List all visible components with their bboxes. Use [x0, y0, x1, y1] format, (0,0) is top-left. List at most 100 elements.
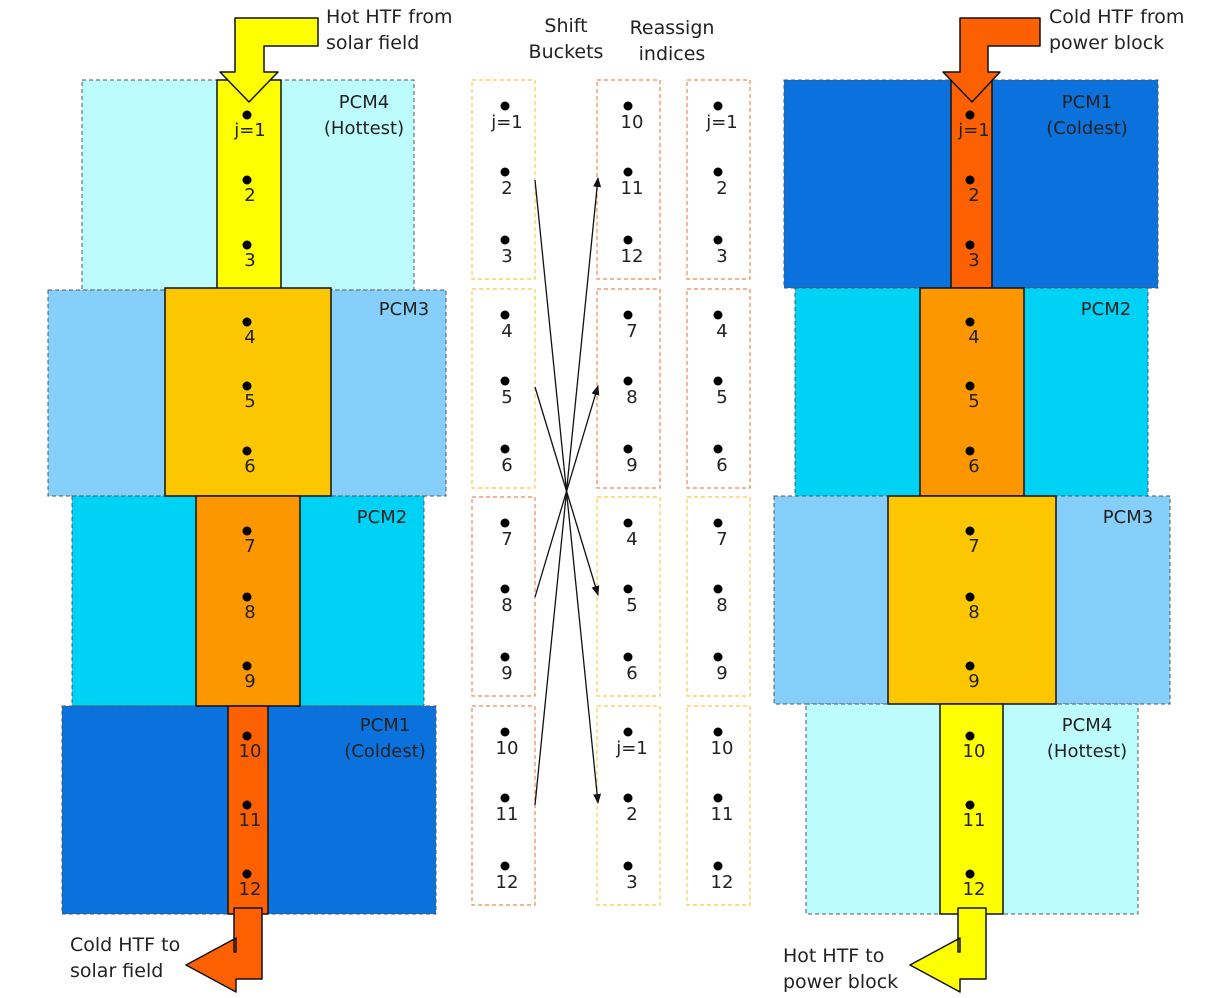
right-tank: PCM1 (Coldest) PCM2 PCM3 PCM4 (Hottest) … [773, 6, 1184, 993]
left-htf-channel-pcm1 [227, 705, 269, 915]
left-node-label: 2 [244, 185, 255, 206]
left-node-dot [242, 731, 252, 741]
right-node-label: 3 [968, 250, 979, 271]
right-node-dot [965, 800, 975, 810]
original-bucket-dot [500, 444, 510, 454]
shifted-bucket-label: 12 [621, 246, 644, 267]
shifted-bucket-4 [596, 705, 661, 906]
left-pcm2-label: PCM2 [357, 507, 407, 528]
right-pcm4-sublabel: (Hottest) [1047, 741, 1127, 762]
right-node-dot [965, 317, 975, 327]
right-inlet-label-line1: Cold HTF from [1049, 6, 1184, 28]
reassigned-bucket-dot [713, 584, 723, 594]
shifted-bucket-dot [623, 727, 633, 737]
right-pcm4-label: PCM4 [1062, 715, 1112, 736]
shifted-bucket-dot [623, 101, 633, 111]
original-bucket-dot [500, 727, 510, 737]
left-node-dot [242, 381, 252, 391]
shifted-bucket-dot [623, 584, 633, 594]
shifted-bucket-label: 7 [626, 321, 637, 342]
reassigned-bucket-dot [713, 793, 723, 803]
right-node-dot [965, 731, 975, 741]
shifted-bucket-label: 5 [626, 595, 637, 616]
original-bucket-dot [500, 167, 510, 177]
left-pcm1-sublabel: (Coldest) [344, 741, 426, 762]
left-node-dot [242, 175, 252, 185]
right-node-dot [965, 240, 975, 250]
reassigned-bucket-1 [686, 79, 751, 280]
original-bucket-label: 12 [496, 872, 519, 893]
original-bucket-dot [500, 101, 510, 111]
reassign-indices-header-line2: indices [639, 43, 706, 65]
right-inlet-label-line2: power block [1049, 32, 1164, 54]
original-bucket-1 [471, 79, 536, 280]
left-outlet-label-line1: Cold HTF to [70, 934, 180, 956]
left-outlet-label-line2: solar field [70, 960, 163, 982]
original-bucket-dot [500, 652, 510, 662]
shifted-bucket-1 [596, 79, 661, 280]
right-pcm1-label: PCM1 [1062, 92, 1112, 113]
shifted-bucket-3 [596, 496, 661, 697]
right-node-dot [965, 110, 975, 120]
shift-buckets-header-line2: Buckets [529, 41, 604, 63]
right-node-label: 7 [968, 536, 979, 557]
original-bucket-label: j=1 [490, 112, 523, 133]
left-node-dot [242, 800, 252, 810]
right-outlet-label-line1: Hot HTF to [783, 945, 884, 967]
right-node-label: 2 [968, 185, 979, 206]
shifted-bucket-dot [623, 376, 633, 386]
right-node-label: 11 [963, 810, 986, 831]
reassigned-bucket-label: 2 [716, 178, 727, 199]
left-node-label: 8 [244, 602, 255, 623]
shift-buckets-header-line1: Shift [544, 15, 587, 37]
original-bucket-label: 3 [501, 246, 512, 267]
right-node-label: 6 [968, 456, 979, 477]
left-tank: PCM4 (Hottest) PCM3 PCM2 PCM1 (Coldest) … [47, 6, 452, 993]
shifted-bucket-dot [623, 310, 633, 320]
right-node-label: j=1 [957, 120, 990, 141]
shifted-bucket-label: 9 [626, 455, 637, 476]
shifted-bucket-label: 3 [626, 872, 637, 893]
shifted-bucket-label: 10 [621, 112, 644, 133]
left-node-label: 4 [244, 327, 255, 348]
bucket-columns: j=123456789101112101112789456j=123j=1234… [471, 79, 751, 906]
shift-arrow-bucket4-to-1 [534, 177, 602, 806]
right-node-dot [965, 175, 975, 185]
reassigned-bucket-dot [713, 376, 723, 386]
left-node-label: 6 [244, 456, 255, 477]
original-bucket-label: 8 [501, 595, 512, 616]
reassigned-bucket-label: 6 [716, 455, 727, 476]
right-inlet-arrow [942, 17, 1041, 103]
original-bucket-4 [471, 705, 536, 906]
shifted-bucket-dot [623, 235, 633, 245]
left-inlet-arrow [219, 17, 319, 103]
right-node-dot [965, 526, 975, 536]
reassign-indices-header-line1: Reassign [630, 17, 715, 39]
shifted-bucket-label: j=1 [615, 738, 648, 759]
original-bucket-label: 5 [501, 387, 512, 408]
right-node-dot [965, 661, 975, 671]
original-bucket-label: 9 [501, 663, 512, 684]
right-node-label: 12 [963, 879, 986, 900]
left-pcm1-label: PCM1 [360, 715, 410, 736]
reassigned-bucket-dot [713, 167, 723, 177]
reassigned-bucket-label: 9 [716, 663, 727, 684]
reassigned-bucket-label: 8 [716, 595, 727, 616]
reassigned-bucket-4 [686, 705, 751, 906]
right-node-dot [965, 869, 975, 879]
reassigned-bucket-3 [686, 496, 751, 697]
left-pcm4-label: PCM4 [339, 92, 389, 113]
right-node-label: 9 [968, 671, 979, 692]
shifted-bucket-dot [623, 167, 633, 177]
right-pcm2-label: PCM2 [1081, 299, 1131, 320]
reassigned-bucket-dot [713, 444, 723, 454]
reassigned-bucket-2 [686, 288, 751, 489]
right-node-label: 4 [968, 327, 979, 348]
right-node-dot [965, 446, 975, 456]
shifted-bucket-label: 8 [626, 387, 637, 408]
original-bucket-dot [500, 518, 510, 528]
right-pcm1-sublabel: (Coldest) [1046, 118, 1128, 139]
